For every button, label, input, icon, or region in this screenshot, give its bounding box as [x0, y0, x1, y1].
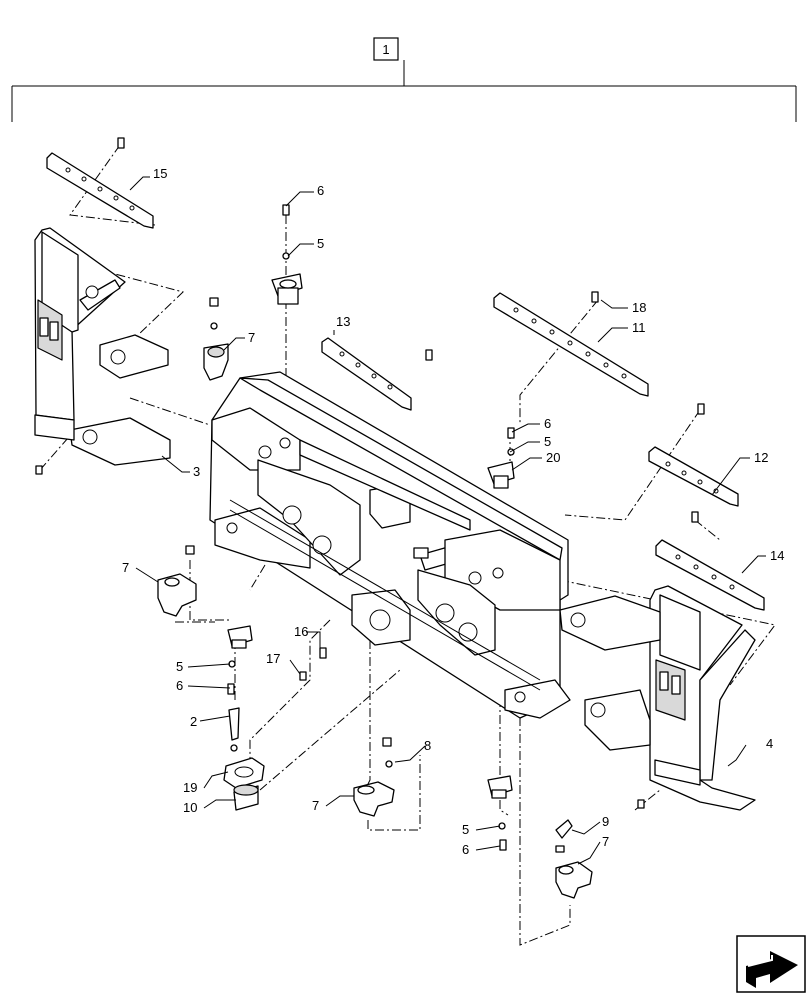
pivot-pin-lower-left[interactable] [227, 625, 253, 695]
callout-leaders [129, 176, 766, 865]
callout-7-right[interactable]: 7 [602, 834, 609, 849]
callout-6-right[interactable]: 6 [462, 842, 469, 857]
wear-strip-14[interactable] [655, 539, 765, 611]
callout-14[interactable]: 14 [770, 548, 784, 563]
pivot-pin-top[interactable] [271, 204, 303, 305]
next-page-arrow-icon[interactable] [736, 935, 806, 993]
callout-17[interactable]: 17 [266, 651, 280, 666]
bolt-18-top-left[interactable] [117, 137, 125, 149]
bolt-14[interactable] [691, 511, 699, 523]
bolt-3[interactable] [35, 465, 43, 475]
callout-6-top[interactable]: 6 [317, 183, 324, 198]
wear-strip-15[interactable] [46, 152, 154, 229]
bolt-18[interactable] [591, 291, 599, 303]
callout-11[interactable]: 11 [632, 320, 646, 335]
callout-7-center[interactable]: 7 [312, 798, 319, 813]
bushing-20[interactable] [487, 427, 515, 489]
callout-5-left[interactable]: 5 [176, 659, 183, 674]
blade-frame[interactable] [209, 371, 571, 719]
bolt-4[interactable] [637, 799, 645, 809]
bolt-13[interactable] [425, 349, 433, 361]
callout-6-mid[interactable]: 6 [544, 416, 551, 431]
end-plate-left-3[interactable] [34, 227, 171, 466]
assembly-ref-label[interactable]: 1 [382, 42, 389, 57]
callout-20[interactable]: 20 [546, 450, 560, 465]
callout-13[interactable]: 13 [336, 314, 350, 329]
hardware-17-16[interactable] [299, 647, 327, 681]
bolt-2[interactable] [228, 707, 240, 752]
callout-5-mid[interactable]: 5 [544, 434, 551, 449]
wear-strip-13[interactable] [321, 337, 412, 411]
callout-10[interactable]: 10 [183, 800, 197, 815]
hook-7-left[interactable] [157, 545, 197, 617]
callout-5-top[interactable]: 5 [317, 236, 324, 251]
callout-labels: 15 6 5 18 11 13 7 6 5 20 12 3 14 7 16 17… [122, 166, 784, 857]
callout-15[interactable]: 15 [153, 166, 167, 181]
callout-5-right[interactable]: 5 [462, 822, 469, 837]
flange-19[interactable] [223, 757, 265, 789]
callout-7-top[interactable]: 7 [248, 330, 255, 345]
end-plate-right-4[interactable] [559, 585, 756, 811]
callout-16[interactable]: 16 [294, 624, 308, 639]
callout-7-left[interactable]: 7 [122, 560, 129, 575]
hook-7-right[interactable] [555, 819, 593, 899]
pivot-pin-lower-right[interactable] [487, 775, 513, 851]
bushing-10[interactable] [233, 784, 259, 811]
callout-12[interactable]: 12 [754, 450, 768, 465]
bolt-12[interactable] [697, 403, 705, 415]
callout-9[interactable]: 9 [602, 814, 609, 829]
callout-19[interactable]: 19 [183, 780, 197, 795]
assembly-bracket [11, 37, 797, 122]
callout-3[interactable]: 3 [193, 464, 200, 479]
callout-6-left[interactable]: 6 [176, 678, 183, 693]
hook-7-center[interactable] [353, 737, 395, 817]
callout-2[interactable]: 2 [190, 714, 197, 729]
hook-7-top[interactable] [203, 297, 229, 381]
callout-4[interactable]: 4 [766, 736, 773, 751]
wear-strip-12[interactable] [648, 446, 739, 507]
wear-strip-11[interactable] [493, 292, 649, 397]
callout-18[interactable]: 18 [632, 300, 646, 315]
callout-8[interactable]: 8 [424, 738, 431, 753]
